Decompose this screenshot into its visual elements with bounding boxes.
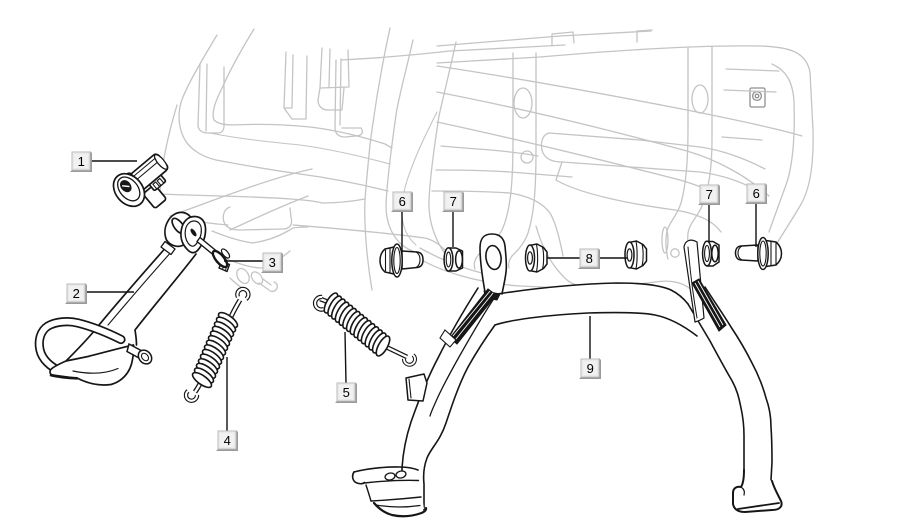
svg-text:4: 4	[224, 433, 231, 448]
svg-text:2: 2	[73, 286, 80, 301]
svg-text:3: 3	[269, 255, 276, 270]
svg-text:6: 6	[399, 194, 406, 209]
svg-text:7: 7	[706, 187, 713, 202]
svg-text:7: 7	[450, 194, 457, 209]
svg-text:8: 8	[586, 251, 593, 266]
svg-text:6: 6	[753, 186, 760, 201]
svg-text:5: 5	[343, 385, 350, 400]
svg-text:9: 9	[587, 361, 594, 376]
svg-text:1: 1	[78, 154, 85, 169]
